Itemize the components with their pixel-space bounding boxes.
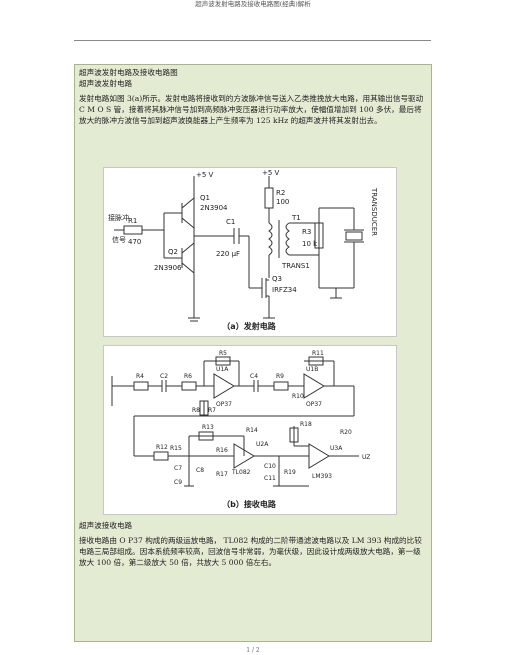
tl082-label: TL082 [231, 469, 251, 476]
u1a-label: U1A [216, 366, 229, 373]
r8-label: R8 [192, 407, 200, 414]
vcc2-label: +5 V [262, 169, 280, 177]
r16-label: R16 [216, 447, 228, 454]
c7-label: C7 [174, 465, 182, 472]
r20-label: R20 [340, 429, 352, 436]
c1-label: C1 [226, 218, 235, 226]
u1b-label: U1B [306, 366, 318, 373]
r3-value-label: 10 k [302, 240, 318, 248]
trans-label: TRANS1 [281, 262, 310, 270]
u3a-label: U3A [330, 445, 343, 452]
c2-label: C2 [160, 373, 168, 380]
header-rule [74, 40, 431, 41]
r4-label: R4 [136, 373, 144, 380]
c9-label: C9 [174, 479, 182, 486]
figure-b-caption: （b）接收电路 [222, 499, 277, 509]
r1-label: R1 [128, 217, 137, 225]
article-title: 超声波发射电路及接收电路图 [79, 68, 178, 77]
t1-label: T1 [291, 214, 301, 222]
q3-part-label: IRFZ34 [272, 286, 297, 294]
uz-label: UZ [362, 454, 370, 461]
input-label-2: 信号 [112, 235, 126, 244]
r17-label: R17 [216, 471, 228, 478]
content-box: 超声波发射电路及接收电路图 超声波发射电路 发射电路如图 3(a)所示。发射电路… [74, 64, 432, 642]
vcc1-label: +5 V [196, 171, 214, 179]
transmit-circuit-schematic: +5 V Q1 2N3904 接脉冲 信号 R1 470 Q2 2N3906 C… [108, 169, 378, 331]
receive-circuit-schematic: R4 C2 R6 R5 R7 R8 U1A OP37 C4 R9 R10 R11… [111, 350, 370, 509]
transducer-label: TRANSDUCER [370, 187, 378, 236]
r11-label: R11 [312, 350, 324, 357]
r5-label: R5 [219, 350, 227, 357]
r6-label: R6 [184, 373, 192, 380]
r14-label: R14 [246, 427, 258, 434]
section-title-transmit: 超声波发射电路 [79, 79, 133, 88]
r2-label: R2 [276, 189, 285, 197]
c11-label: C11 [264, 475, 276, 482]
q1-label: Q1 [200, 194, 210, 202]
q2-part-label: 2N3906 [154, 264, 182, 272]
c10-label: C10 [264, 463, 276, 470]
r1-value-label: 470 [128, 238, 141, 246]
q2-label: Q2 [168, 248, 178, 256]
document-title: 超声波发射电路及接收电路图(经典)解析 [195, 0, 311, 8]
op37-2-label: OP37 [306, 401, 322, 408]
lm393-label: LM393 [312, 473, 332, 480]
q3-label: Q3 [272, 275, 282, 283]
r2-value-label: 100 [276, 198, 289, 206]
r15-label: R15 [170, 445, 182, 452]
op37-1-label: OP37 [216, 401, 232, 408]
input-label-1: 接脉冲 [108, 213, 129, 222]
figure-a-caption: （a）发射电路 [222, 321, 276, 331]
u2a-label: U2A [256, 441, 269, 448]
r3-label: R3 [302, 228, 311, 236]
r19-label: R19 [284, 469, 296, 476]
r18-label: R18 [300, 421, 312, 428]
c1-value-label: 220 μF [216, 250, 240, 258]
section-title-receive: 超声波接收电路 [79, 521, 133, 530]
c8-label: C8 [196, 467, 204, 474]
receive-paragraph: 接收电路由 O P37 构成的两级运放电路， TL082 构成的二阶带通滤波电路… [79, 536, 422, 567]
r9-label: R9 [276, 373, 284, 380]
c4-label: C4 [250, 373, 258, 380]
page-number: 1 / 2 [246, 647, 260, 654]
r13-label: R13 [202, 424, 214, 431]
transmit-paragraph: 发射电路如图 3(a)所示。发射电路将接收到的方波脉冲信号送入乙类推挽放大电路，… [79, 94, 424, 125]
r7-label: R7 [208, 407, 216, 414]
transmit-circuit-figure: +5 V Q1 2N3904 接脉冲 信号 R1 470 Q2 2N3906 C… [103, 167, 397, 337]
receive-circuit-figure: R4 C2 R6 R5 R7 R8 U1A OP37 C4 R9 R10 R11… [103, 345, 397, 515]
q1-part-label: 2N3904 [200, 204, 228, 212]
r10-label: R10 [292, 393, 304, 400]
r12-label: R12 [156, 444, 168, 451]
